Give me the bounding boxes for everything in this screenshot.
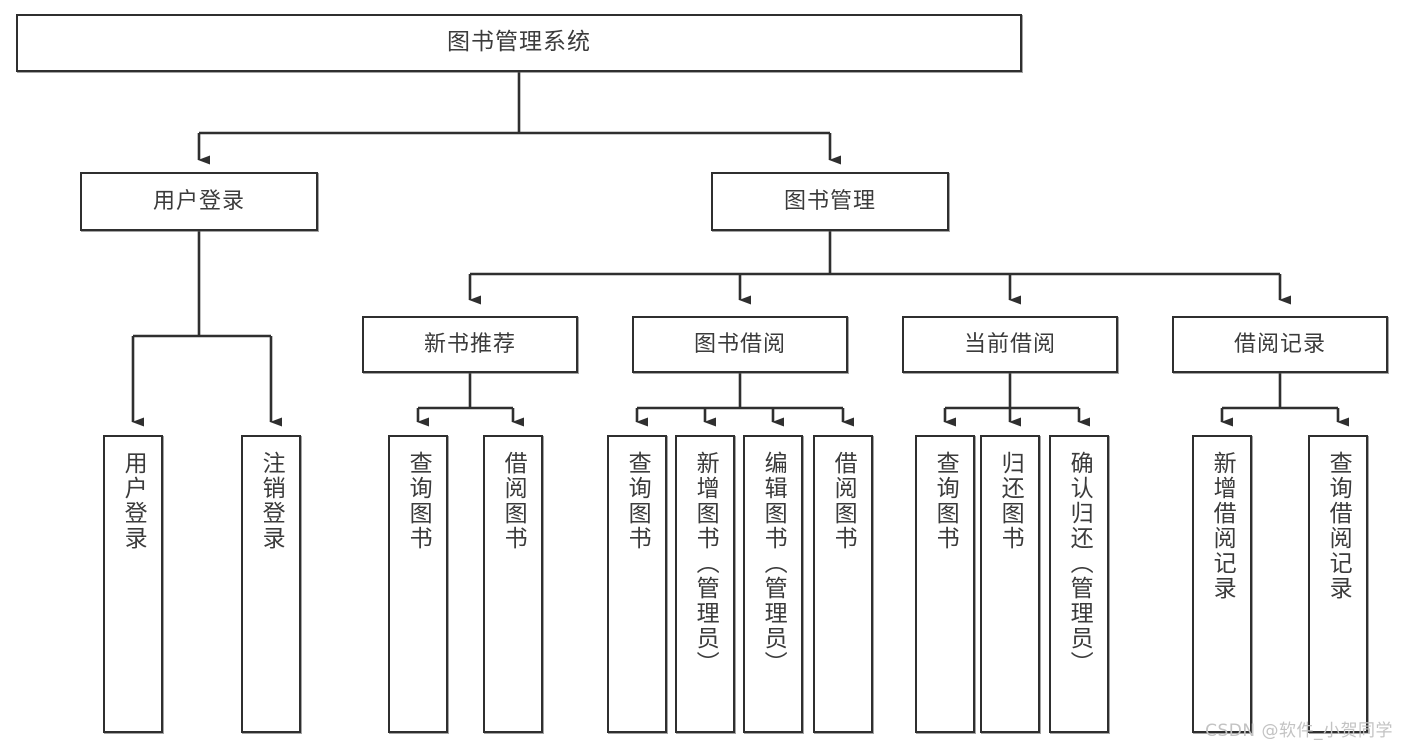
node-label: 编辑图书（管理员） xyxy=(760,451,787,676)
node-label: 新增图书（管理员） xyxy=(692,451,719,676)
node-label: 确认归还（管理员） xyxy=(1066,451,1093,676)
node-label: 查询图书 xyxy=(405,451,432,551)
node-label: 借阅图书 xyxy=(830,451,857,551)
leaf-borrow-borrow-book[interactable]: 借阅图书 xyxy=(813,435,873,733)
node-borrow-record[interactable]: 借阅记录 xyxy=(1172,316,1388,373)
node-label: 查询图书 xyxy=(624,451,651,551)
node-label: 图书管理 xyxy=(783,188,876,214)
node-label: 借阅记录 xyxy=(1233,331,1326,357)
node-label: 图书管理系统 xyxy=(447,29,591,56)
leaf-recommend-query-book[interactable]: 查询图书 xyxy=(388,435,448,733)
leaf-current-return-book[interactable]: 归还图书 xyxy=(980,435,1040,733)
leaf-borrow-query-book[interactable]: 查询图书 xyxy=(607,435,667,733)
node-label: 用户登录 xyxy=(152,188,245,214)
node-label: 归还图书 xyxy=(997,451,1024,551)
watermark-text: CSDN @软件_小贺同学 xyxy=(1205,721,1393,741)
leaf-current-confirm-return-admin[interactable]: 确认归还（管理员） xyxy=(1049,435,1109,733)
node-label: 新增借阅记录 xyxy=(1209,451,1236,601)
node-current-borrow[interactable]: 当前借阅 xyxy=(902,316,1118,373)
leaf-user-login-signout[interactable]: 注销登录 xyxy=(241,435,301,733)
leaf-recommend-borrow-book[interactable]: 借阅图书 xyxy=(483,435,543,733)
leaf-borrow-add-book-admin[interactable]: 新增图书（管理员） xyxy=(675,435,735,733)
node-label: 注销登录 xyxy=(258,451,285,551)
node-book-management[interactable]: 图书管理 xyxy=(711,172,949,231)
node-label: 当前借阅 xyxy=(963,331,1056,357)
leaf-record-query-record[interactable]: 查询借阅记录 xyxy=(1308,435,1368,733)
node-label: 查询图书 xyxy=(932,451,959,551)
node-label: 借阅图书 xyxy=(500,451,527,551)
leaf-user-login-signin[interactable]: 用户登录 xyxy=(103,435,163,733)
leaf-borrow-edit-book-admin[interactable]: 编辑图书（管理员） xyxy=(743,435,803,733)
node-label: 查询借阅记录 xyxy=(1325,451,1352,601)
node-label: 图书借阅 xyxy=(693,331,786,357)
node-book-borrow[interactable]: 图书借阅 xyxy=(632,316,848,373)
leaf-record-add-record[interactable]: 新增借阅记录 xyxy=(1192,435,1252,733)
node-root-system[interactable]: 图书管理系统 xyxy=(16,14,1022,72)
node-label: 新书推荐 xyxy=(423,331,516,357)
leaf-current-query-book[interactable]: 查询图书 xyxy=(915,435,975,733)
node-new-book-recommend[interactable]: 新书推荐 xyxy=(362,316,578,373)
node-label: 用户登录 xyxy=(120,451,147,551)
node-user-login[interactable]: 用户登录 xyxy=(80,172,318,231)
